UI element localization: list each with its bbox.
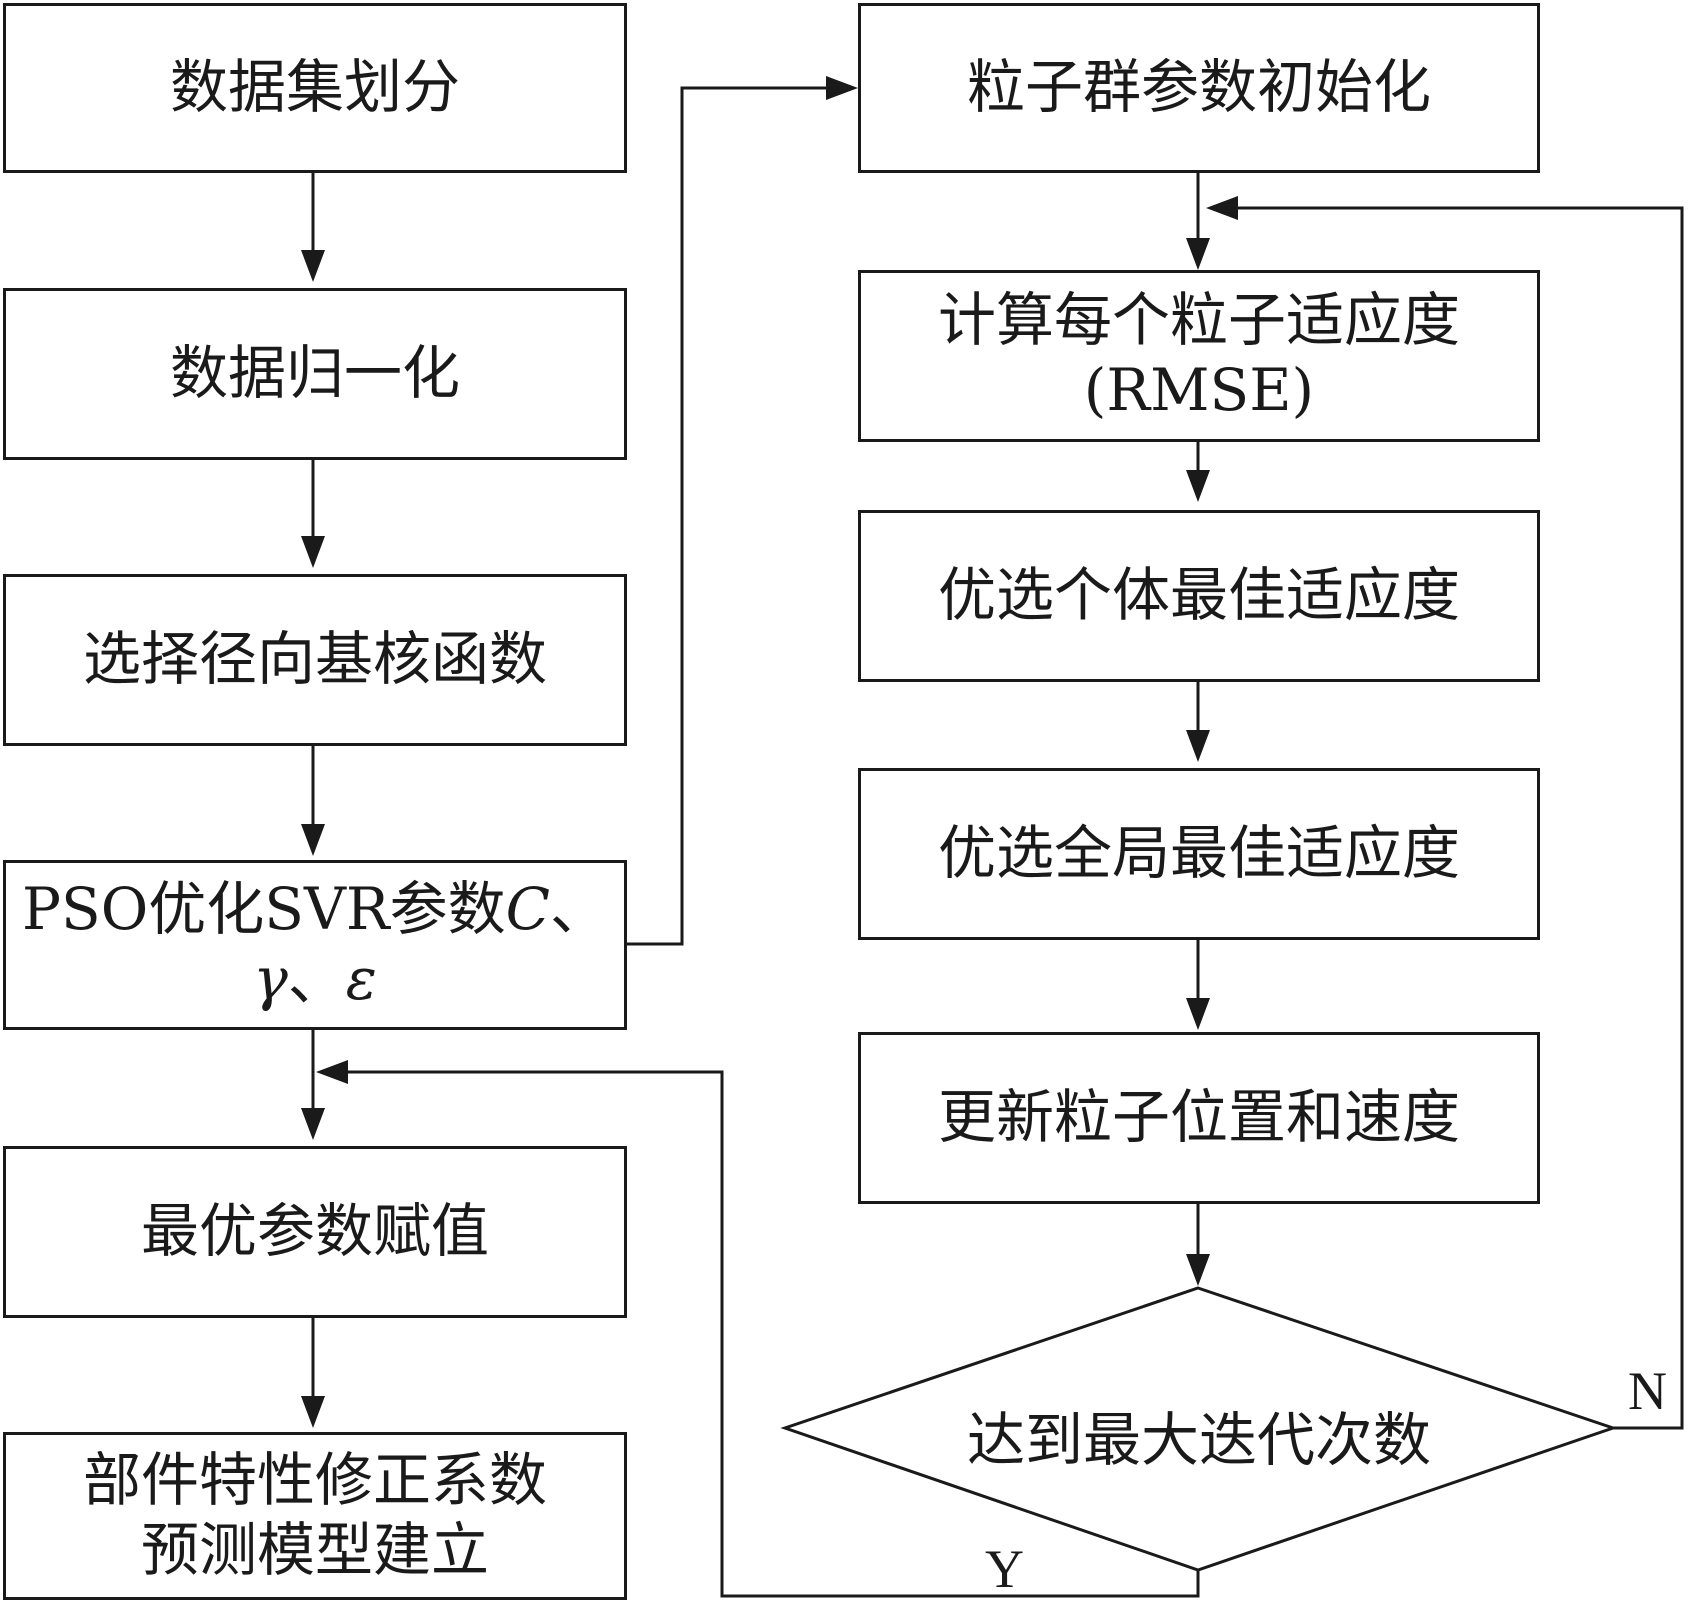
arrow-pso-to-init xyxy=(626,86,828,946)
fitness-line-1: 计算每个粒子适应度 xyxy=(937,286,1460,355)
pso-gamma-symbol: γ xyxy=(253,945,288,1013)
init-box: 粒子群参数初始化 xyxy=(858,3,1540,173)
arrow-decision-yes-path xyxy=(339,1070,1200,1598)
normalize-box: 数据归一化 xyxy=(3,288,627,460)
pso-box: PSO优化SVR参数C、 γ、ε xyxy=(3,860,627,1030)
gbest-label: 优选全局最佳适应度 xyxy=(937,819,1460,888)
init-label: 粒子群参数初始化 xyxy=(966,53,1431,122)
normalize-label: 数据归一化 xyxy=(169,339,460,408)
kernel-box: 选择径向基核函数 xyxy=(3,574,627,746)
pso-c-symbol: C xyxy=(505,875,550,944)
pbest-box: 优选个体最佳适应度 xyxy=(858,510,1540,682)
model-line-2: 预测模型建立 xyxy=(140,1516,489,1584)
model-box: 部件特性修正系数 预测模型建立 xyxy=(3,1432,627,1600)
decision-label: 达到最大迭代次数 xyxy=(966,1406,1431,1474)
arrowheads xyxy=(301,76,1238,1428)
assign-label: 最优参数赋值 xyxy=(140,1197,489,1266)
branch-no-label: N xyxy=(1628,1361,1667,1421)
pso-line-2: γ、ε xyxy=(253,945,377,1015)
pbest-label: 优选个体最佳适应度 xyxy=(937,561,1460,630)
fitness-box: 计算每个粒子适应度 (RMSE) xyxy=(858,270,1540,442)
pso-sep-1: 、 xyxy=(549,875,608,944)
assign-box: 最优参数赋值 xyxy=(3,1146,627,1318)
decision-diamond xyxy=(780,1286,1618,1572)
data-split-box: 数据集划分 xyxy=(3,3,627,173)
update-box: 更新粒子位置和速度 xyxy=(858,1032,1540,1204)
model-line-1: 部件特性修正系数 xyxy=(82,1446,547,1515)
branch-yes-label: Y xyxy=(985,1539,1024,1599)
gbest-box: 优选全局最佳适应度 xyxy=(858,768,1540,940)
update-label: 更新粒子位置和速度 xyxy=(937,1083,1460,1152)
fitness-line-2: (RMSE) xyxy=(1083,356,1315,424)
data-split-label: 数据集划分 xyxy=(169,53,460,122)
pso-line-1-text: PSO优化SVR参数 xyxy=(21,875,506,944)
pso-line-1: PSO优化SVR参数C、 xyxy=(22,875,608,945)
pso-sep-2: 、 xyxy=(287,945,346,1013)
pso-eps-symbol: ε xyxy=(345,945,377,1013)
kernel-label: 选择径向基核函数 xyxy=(82,625,547,694)
arrow-decision-no-loop xyxy=(1224,206,1684,1430)
